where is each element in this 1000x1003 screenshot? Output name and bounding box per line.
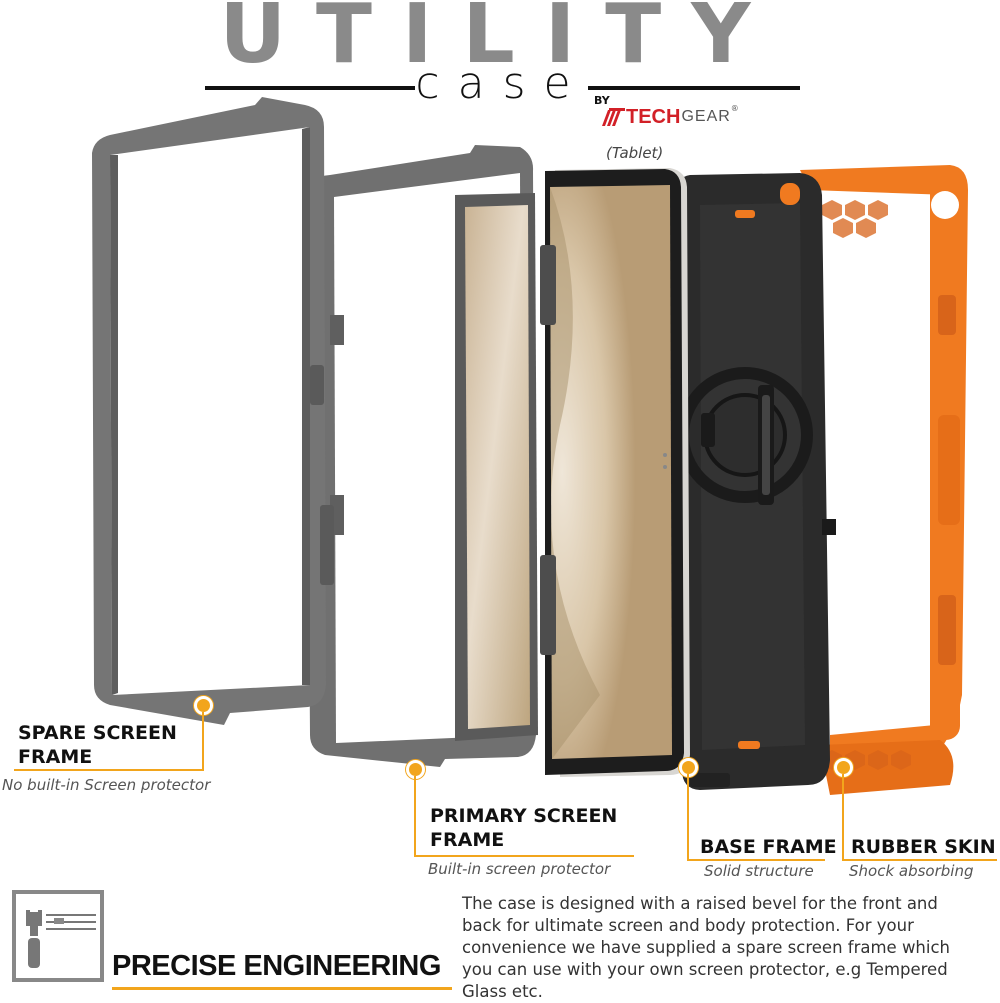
base-frame-illustration	[676, 173, 836, 790]
brand-registered-mark: ®	[730, 104, 739, 113]
title-rule-right	[588, 86, 800, 90]
primary-frame-subtitle: Built-in screen protector	[428, 860, 611, 878]
brand-name-tech: TECH	[626, 105, 681, 128]
engineering-underline	[112, 987, 452, 990]
base-frame-underline	[687, 859, 825, 861]
spare-frame-subtitle: No built-in Screen protector	[2, 776, 211, 794]
tablet-illustration	[545, 168, 690, 777]
brand-name-gear: GEAR	[681, 108, 731, 125]
rubber-skin-subtitle: Shock absorbing	[849, 862, 974, 880]
brand-logo: TECH GEAR ®	[600, 104, 739, 130]
rubber-skin-title: RUBBER SKIN	[851, 836, 996, 858]
spare-frame-underline	[14, 769, 204, 771]
tools-icon-frame	[12, 890, 104, 982]
base-frame-subtitle: Solid structure	[704, 862, 814, 880]
spare-frame-title: SPARE SCREEN FRAME	[18, 722, 177, 768]
spare-screen-frame-illustration	[92, 97, 334, 725]
primary-frame-leader-line	[414, 776, 416, 856]
primary-screen-frame-illustration	[306, 145, 556, 767]
engineering-heading: PRECISE ENGINEERING	[112, 950, 441, 982]
primary-frame-title: PRIMARY SCREEN FRAME	[430, 805, 618, 851]
exploded-case-illustration	[92, 97, 968, 795]
primary-frame-underline	[414, 855, 634, 857]
techgear-logo-icon	[602, 108, 625, 126]
page-title: UTILITY	[219, 0, 781, 82]
engineering-description: The case is designed with a raised bevel…	[462, 894, 951, 1001]
tablet-label: (Tablet)	[606, 144, 664, 162]
spare-frame-leader-line	[202, 712, 204, 770]
rubber-skin-leader-line	[842, 774, 844, 860]
by-label: BY	[594, 94, 610, 107]
tools-icon	[26, 910, 96, 968]
page-subtitle: case	[415, 58, 589, 109]
base-frame-leader-line	[687, 774, 689, 860]
title-rule-left	[205, 86, 415, 90]
rubber-skin-underline	[842, 859, 997, 861]
base-frame-title: BASE FRAME	[700, 836, 837, 858]
